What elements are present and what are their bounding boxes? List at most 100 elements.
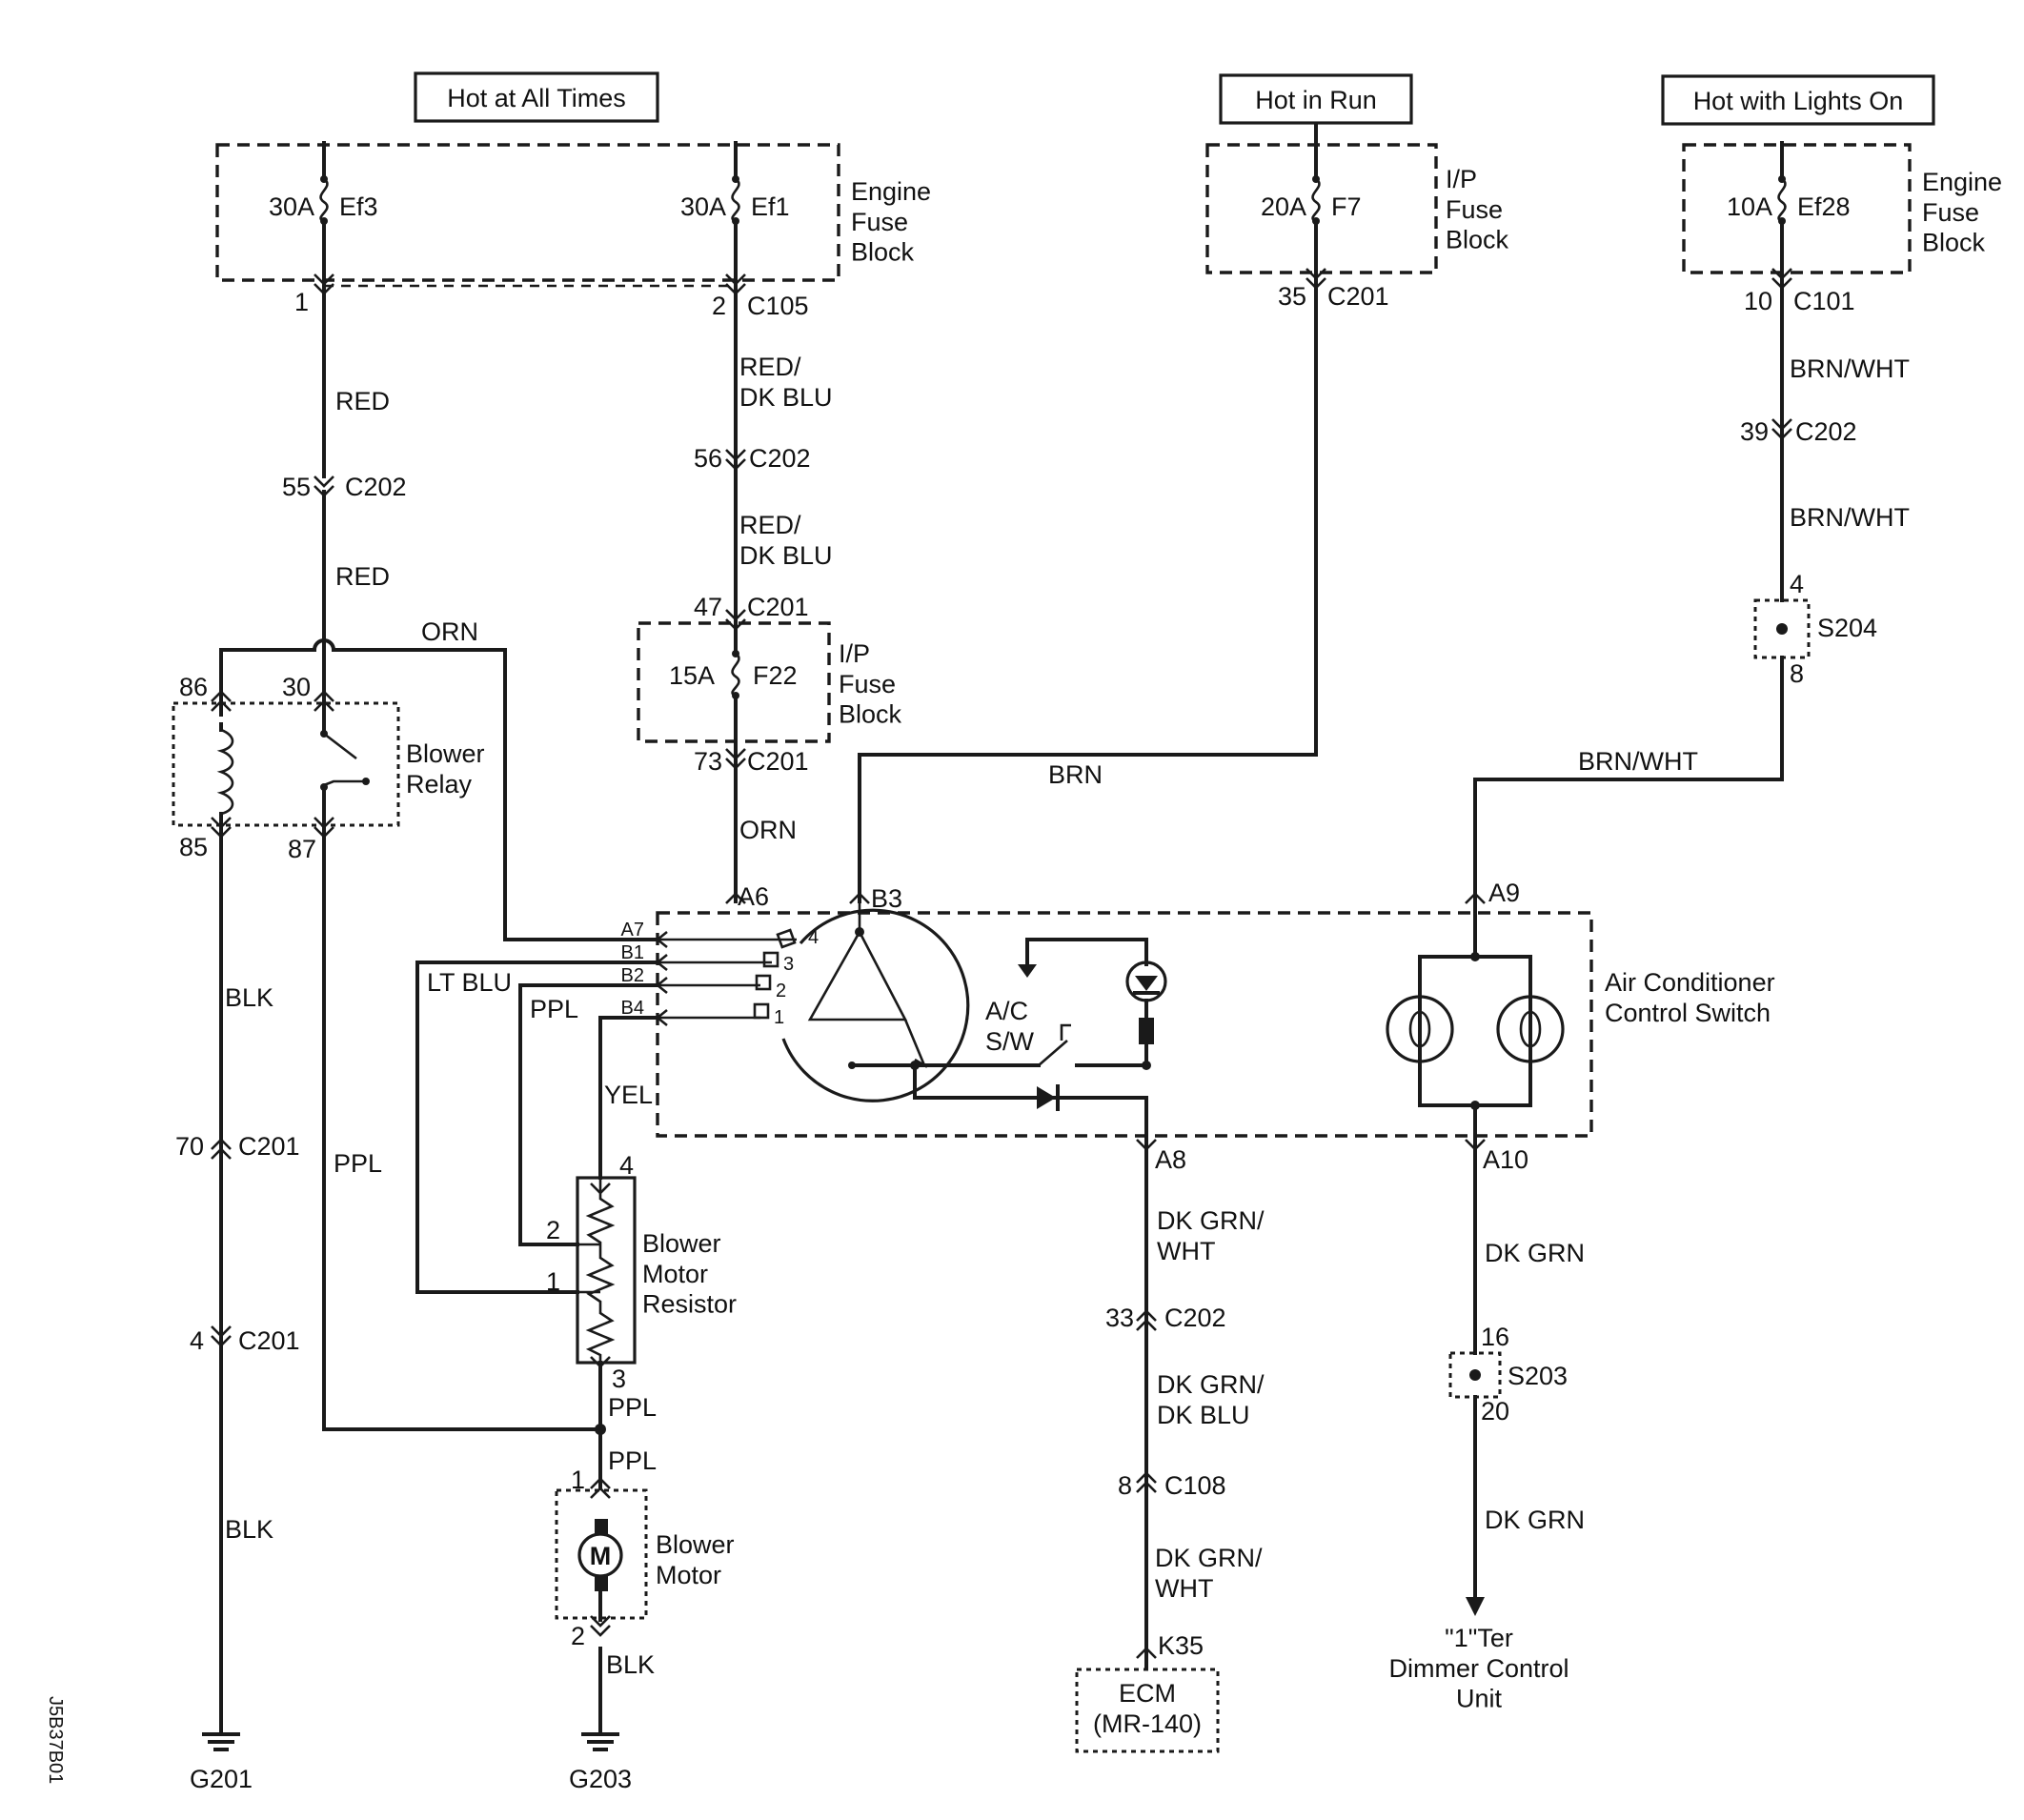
fuse-f7: 20A F7 — [1261, 122, 1362, 274]
switch-pos-1: 1 — [774, 1007, 784, 1028]
hot-with-lights-on-label: Hot with Lights On — [1693, 87, 1904, 115]
fuse-f22-name: F22 — [753, 661, 798, 690]
wire-brn-wht — [1473, 271, 1784, 903]
relay-pin-86: 86 — [179, 673, 208, 701]
wire-label-lt-blu: LT BLU — [427, 968, 512, 997]
fuse-ef3-amps: 30A — [269, 192, 314, 221]
fuse-ef1-name: Ef1 — [751, 192, 790, 221]
fuse-ef1: 30A Ef1 — [680, 141, 790, 282]
c201-4-label: C201 — [238, 1326, 300, 1355]
blower-relay-box — [172, 701, 400, 827]
figure-id: J5B37B01 — [45, 1696, 66, 1784]
c105-label: C105 — [747, 292, 809, 320]
splice-s203: 16 20 S203 — [1448, 1323, 1568, 1426]
resistor-pin-2: 2 — [546, 1216, 560, 1244]
c202-pin-39: 39 — [1740, 417, 1769, 446]
resistor-pin-4: 4 — [619, 1151, 634, 1180]
hot-with-lights-on-box — [1661, 74, 1935, 126]
wire-label-red-2: RED — [335, 562, 390, 591]
switch-pos-4: 4 — [808, 927, 819, 948]
ground-g201: G201 — [190, 1765, 253, 1793]
c105-pin-1: 1 — [294, 288, 309, 316]
pin-a8: A8 — [1155, 1145, 1186, 1174]
wire-label-ppl-left: PPL — [334, 1149, 382, 1178]
wire-label-red-dkblu-2: RED/DK BLU — [739, 511, 833, 570]
wire-labels: RED RED RED/DK BLU RED/DK BLU BRN/WHT BR… — [225, 353, 1910, 1679]
c202-39-label: C202 — [1795, 417, 1857, 446]
c105-pin-2: 2 — [712, 292, 726, 320]
wire-label-dkgrn-2: DK GRN — [1485, 1506, 1585, 1534]
relay-pin-85: 85 — [179, 833, 208, 861]
c202-pin-33: 33 — [1105, 1304, 1134, 1332]
wires — [219, 271, 1784, 1736]
c201-pin-47: 47 — [694, 593, 722, 621]
pin-b4: B4 — [621, 998, 644, 1019]
ground-g203: G203 — [569, 1765, 632, 1793]
c202-55-label: C202 — [345, 473, 407, 501]
hot-in-run-label: Hot in Run — [1255, 86, 1377, 114]
wire-label-dkgrn-dkblu: DK GRN/DK BLU — [1157, 1370, 1265, 1429]
c201-47-label: C201 — [747, 593, 809, 621]
fuse-f7-name: F7 — [1331, 192, 1362, 221]
c201-pin-70: 70 — [175, 1132, 204, 1161]
ac-control-switch-box — [656, 911, 1593, 1138]
fuse-f22: 15A F22 — [669, 621, 798, 743]
c201-pin-35: 35 — [1278, 282, 1306, 311]
fuse-f22-amps: 15A — [669, 661, 715, 690]
c101-pin-10: 10 — [1744, 287, 1772, 315]
s203-top-pin: 16 — [1481, 1323, 1509, 1351]
wire-label-dkgrn-wht-1: DK GRN/WHT — [1157, 1206, 1265, 1265]
splice-s204: 4 8 S204 — [1753, 570, 1877, 688]
fuse-ef28-amps: 10A — [1727, 192, 1772, 221]
fuse-f7-amps: 20A — [1261, 192, 1306, 221]
wire-label-brn-wht-1: BRN/WHT — [1790, 354, 1910, 383]
pin-a10: A10 — [1483, 1145, 1528, 1174]
relay-pin-30: 30 — [282, 673, 311, 701]
s204-label: S204 — [1817, 614, 1877, 642]
c202-33-label: C202 — [1164, 1304, 1226, 1332]
wire-label-yel: YEL — [604, 1081, 653, 1109]
wire-label-blk-1: BLK — [225, 983, 273, 1012]
wire-label-ppl-b2: PPL — [530, 995, 578, 1023]
c201-pin-73: 73 — [694, 747, 722, 776]
hot-at-all-times-label: Hot at All Times — [447, 84, 626, 112]
fuse-ef1-amps: 30A — [680, 192, 726, 221]
pin-b1: B1 — [621, 942, 644, 963]
wire-ppl-b2 — [518, 983, 659, 1246]
c201-73-label: C201 — [747, 747, 809, 776]
motor-symbol: M — [590, 1542, 612, 1570]
wire-brn — [858, 271, 1318, 903]
wire-ppl-relay — [322, 827, 602, 1431]
connector-marks — [211, 268, 1792, 1659]
ecm-box — [1075, 1668, 1220, 1753]
wire-lt-blu — [415, 961, 659, 1294]
resistor-box — [576, 1176, 637, 1365]
wire-label-blk-2: BLK — [225, 1515, 273, 1544]
s203-bottom-pin: 20 — [1481, 1397, 1509, 1426]
wire-label-red-dkblu-1: RED/DK BLU — [739, 353, 833, 412]
c201-pin-4: 4 — [190, 1326, 204, 1355]
engine-fuse-block-left — [215, 143, 840, 282]
fuse-ef28-name: Ef28 — [1797, 192, 1851, 221]
wire-label-orn-mid: ORN — [739, 816, 797, 844]
ecm-label: ECM(MR-140) — [1093, 1679, 1202, 1738]
switch-pos-3: 3 — [783, 954, 794, 975]
wire-label-ppl-motor: PPL — [608, 1446, 657, 1475]
motor-pin-1: 1 — [571, 1466, 585, 1494]
connector-labels: 1 2 C105 35 C201 10 C101 55 C202 56 C202… — [175, 282, 1857, 1660]
wire-label-dkgrn-1: DK GRN — [1485, 1239, 1585, 1267]
c201-70-label: C201 — [238, 1132, 300, 1161]
c101-label: C101 — [1793, 287, 1855, 315]
pin-a9: A9 — [1488, 879, 1520, 907]
